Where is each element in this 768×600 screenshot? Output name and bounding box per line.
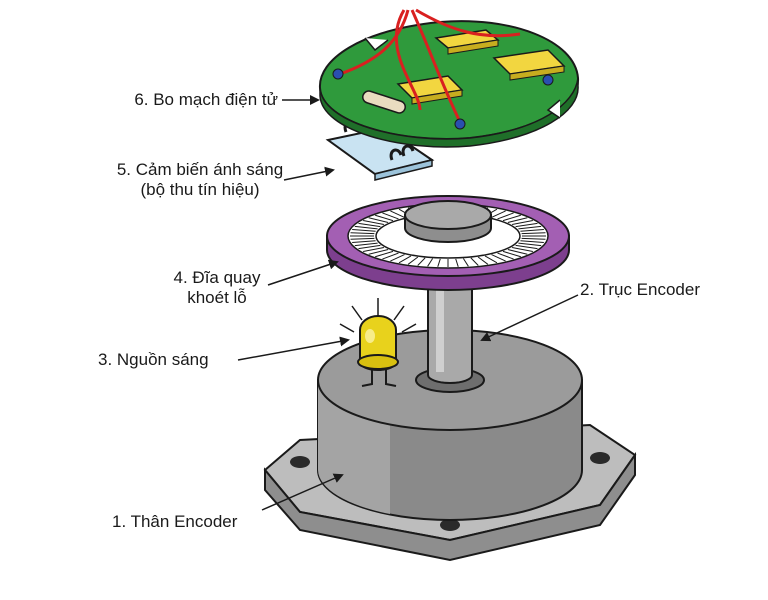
disc-slot: [477, 256, 489, 265]
disc-slot: [437, 258, 441, 267]
shaft-arrow: [480, 294, 579, 342]
disc-slot: [502, 250, 521, 258]
disc-slot: [407, 256, 419, 265]
disc-slot: [363, 247, 385, 252]
light-arrow: [237, 336, 350, 361]
disc-slot: [521, 232, 546, 235]
disc-slot: [368, 249, 389, 255]
disc-slot: [363, 220, 385, 225]
light-source-label-text: 3. Nguồn sáng: [98, 350, 209, 369]
disc-arrow: [267, 259, 339, 286]
disc-slot: [352, 229, 376, 232]
disc-slot: [521, 237, 546, 240]
disc-slot: [518, 242, 542, 247]
disc-slot: [507, 217, 528, 223]
disc-slot: [352, 240, 376, 243]
disc-slot: [515, 222, 538, 228]
disc-slot: [511, 220, 533, 225]
led-light-source: [339, 298, 417, 387]
sensor-label-line1: 5. Cảm biến ánh sáng: [116, 160, 284, 179]
disc-slot: [382, 212, 399, 220]
disc-slot: [375, 250, 394, 258]
disc-slot: [497, 252, 514, 260]
disc-slot: [350, 237, 375, 240]
disc-slot: [520, 229, 544, 232]
disc-slot: [462, 258, 469, 267]
disc-label-line2: khoét lỗ: [187, 288, 247, 307]
disc-slot: [390, 254, 405, 262]
shaft-label-text: 2. Trục Encoder: [580, 280, 701, 299]
disc-slot: [484, 255, 498, 264]
disc-slot: [518, 225, 542, 230]
disc-slot: [368, 217, 389, 223]
leader-lines: [237, 95, 579, 511]
light-sensor: [325, 116, 435, 181]
disc-slot: [520, 240, 544, 243]
disc-slot: [350, 232, 375, 235]
disc-label: 4. Đĩa quay khoét lỗ: [162, 268, 272, 308]
ic-chip: [492, 49, 566, 81]
disc-slot: [502, 214, 521, 222]
pcb-label: 6. Bo mạch điện tử: [134, 90, 278, 110]
disc-slot: [375, 214, 394, 222]
disc-slot: [470, 257, 479, 266]
disc-slot: [358, 222, 381, 228]
sensor-label-line2: (bộ thu tín hiệu): [140, 180, 260, 199]
disc-slot: [398, 255, 412, 264]
light-source-label: 3. Nguồn sáng: [98, 350, 209, 370]
disc-slot: [354, 242, 378, 247]
disc-slot: [390, 210, 405, 218]
body-label: 1. Thân Encoder: [112, 512, 237, 532]
disc-slot: [358, 244, 381, 250]
body-label-text: 1. Thân Encoder: [112, 512, 238, 531]
disc-slot: [515, 244, 538, 250]
disc-slot: [507, 249, 528, 255]
shaft-label: 2. Trục Encoder: [580, 280, 700, 300]
resistor: [362, 90, 406, 114]
disc-slot: [417, 257, 426, 266]
disc-slot: [354, 225, 378, 230]
pcb-label-text: 6. Bo mạch điện tử: [134, 90, 278, 109]
disc-slot: [511, 247, 533, 252]
disc-slot: [497, 212, 514, 220]
pcb-board: [318, 8, 580, 148]
disc-slot: [491, 210, 506, 218]
slotted-disc: [326, 195, 570, 291]
sensor-label: 5. Cảm biến ánh sáng (bộ thu tín hiệu): [100, 160, 300, 200]
signal-wires: [339, 8, 521, 123]
disc-label-line1: 4. Đĩa quay: [173, 268, 261, 287]
disc-slot: [382, 252, 399, 260]
disc-slot: [491, 254, 506, 262]
sensor-arrow: [283, 166, 335, 181]
disc-slot: [455, 258, 459, 267]
body-arrow: [261, 473, 344, 511]
disc-slot: [427, 258, 434, 267]
encoder-shaft: [427, 269, 473, 384]
